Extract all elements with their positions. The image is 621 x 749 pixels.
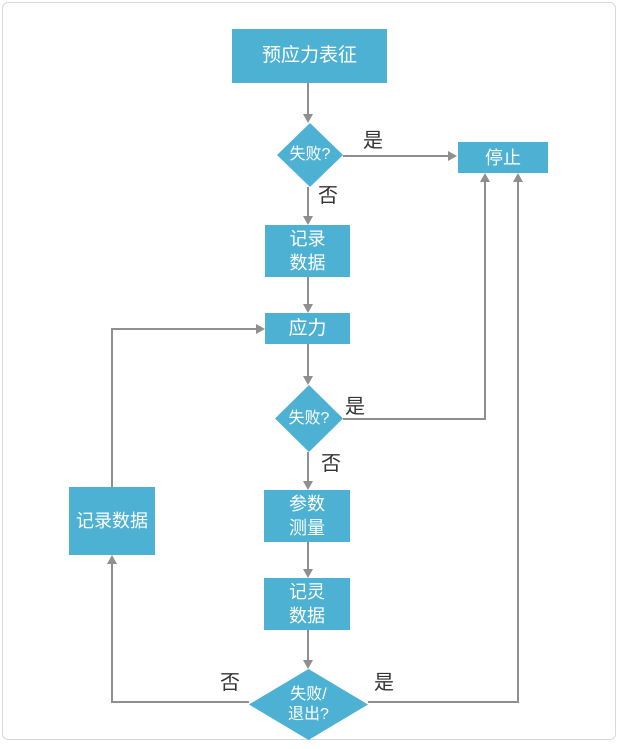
arrowhead-down-icon: [303, 660, 313, 669]
edge-record2-to-decision3: [307, 630, 309, 660]
arrowhead-down-icon: [303, 304, 313, 313]
arrowhead-right-icon: [448, 151, 457, 161]
node-param-measure-line1: 参数: [289, 494, 325, 514]
node-decision1: 失败?: [277, 123, 343, 187]
node-record-data-2: 记灵 数据: [264, 578, 350, 630]
node-decision3-line2: 退出?: [288, 705, 329, 723]
arrowhead-down-icon: [303, 569, 313, 578]
arrowhead-down-icon: [303, 216, 313, 225]
edge-decision2-no-to-param: [307, 452, 309, 481]
edge-stress-to-decision2: [307, 344, 309, 376]
edge-label-decision1-no: 否: [318, 185, 338, 207]
edge-decision2-yes-vertical: [484, 182, 486, 420]
edge-decision2-yes-horizontal: [343, 418, 485, 420]
node-decision3: 失败/ 退出?: [249, 669, 368, 740]
arrowhead-right-icon: [256, 324, 265, 334]
edge-label-decision3-yes: 是: [374, 672, 394, 694]
node-record-data-left: 记录数据: [69, 487, 155, 555]
edge-decision1-yes-to-stop: [343, 155, 448, 157]
edge-decision3-no-vertical: [111, 564, 113, 703]
edge-record1-to-stress: [307, 277, 309, 304]
node-param-measure-line2: 测量: [289, 518, 325, 538]
edge-start-to-decision1: [307, 83, 309, 114]
edge-label-decision2-no: 否: [321, 453, 341, 475]
edge-decision3-yes-horizontal: [368, 701, 519, 703]
edge-decision3-no-horizontal: [111, 701, 249, 703]
node-stress: 应力: [265, 313, 350, 344]
node-record-data-2-line2: 数据: [289, 606, 325, 626]
edge-recordleft-to-stress-vertical: [111, 329, 113, 487]
node-record-data-1-line2: 数据: [289, 253, 326, 273]
node-decision2: 失败?: [275, 385, 343, 452]
edge-label-decision1-yes: 是: [363, 130, 383, 152]
arrowhead-down-icon: [303, 376, 313, 385]
node-param-measure: 参数 测量: [264, 490, 350, 542]
node-decision1-label: 失败?: [289, 146, 331, 163]
arrowhead-down-icon: [303, 114, 313, 123]
node-record-data-2-line1: 记灵: [289, 582, 325, 602]
arrowhead-up-icon: [513, 173, 523, 182]
arrowhead-down-icon: [303, 481, 313, 490]
edge-label-decision3-no: 否: [220, 672, 240, 694]
node-stop: 停止: [458, 142, 548, 173]
node-stop-label: 停止: [485, 147, 521, 168]
edge-decision1-no-to-record1: [307, 187, 309, 216]
edge-recordleft-to-stress-horizontal: [111, 328, 256, 330]
node-start: 预应力表征: [232, 29, 387, 83]
edge-decision3-yes-vertical: [517, 182, 519, 703]
node-record-data-1: 记录 数据: [265, 225, 350, 277]
node-record-data-left-label: 记录数据: [76, 511, 148, 531]
node-decision2-label: 失败?: [288, 409, 330, 427]
node-record-data-1-line1: 记录: [289, 229, 326, 249]
node-decision3-line1: 失败/: [290, 685, 327, 703]
arrowhead-up-icon: [107, 555, 117, 564]
node-stress-label: 应力: [288, 317, 327, 339]
edge-label-decision2-yes: 是: [345, 396, 365, 418]
arrowhead-up-icon: [480, 173, 490, 182]
node-start-label: 预应力表征: [261, 45, 357, 66]
edge-param-to-record2: [307, 542, 309, 569]
